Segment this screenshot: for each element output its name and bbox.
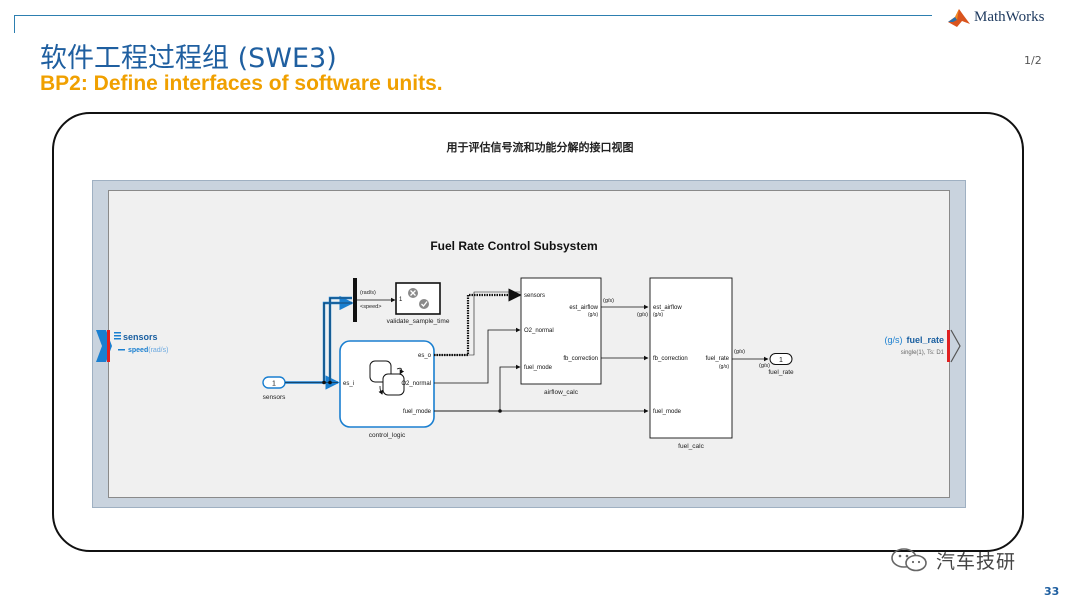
header-rule-tick [14, 15, 15, 33]
bus-in-element-unit: (rad/s) [148, 347, 168, 354]
fuel-in-fuel-mode: fuel_mode [653, 409, 682, 415]
slide-subtitle: BP2: Define interfaces of software units… [40, 72, 443, 95]
bus-selector-unit: (rad/s) [360, 290, 376, 296]
bus-out-name: fuel_rate [906, 335, 944, 345]
outport-number: 1 [779, 357, 783, 364]
airflow-out-fb: fb_correction [563, 356, 598, 362]
airflow-in-fuel-mode: fuel_mode [524, 365, 553, 371]
bus-in-port[interactable] [96, 330, 112, 362]
fuel-calc-label: fuel_calc [678, 443, 704, 450]
watermark: 汽车技研 [890, 546, 1016, 574]
page-number: 33 [1044, 585, 1060, 598]
membrane-logo-icon [948, 9, 970, 27]
slide-title: 软件工程过程组 (SWE3) [40, 43, 337, 74]
fuel-in-est: est_airflow [653, 305, 682, 311]
inport-label: sensors [263, 394, 287, 401]
control-logic-out-port-es-o: es_o [418, 353, 432, 359]
bus-out-label: (g/s) fuel_rate [884, 335, 944, 345]
airflow-in-o2: O2_normal [524, 328, 554, 334]
control-logic-chart[interactable] [339, 340, 435, 428]
fuel-rate-signal-label-bottom: (g/s) [759, 363, 770, 369]
simulink-diagram: Fuel Rate Control Subsystem sensors spee… [96, 239, 961, 450]
diagram-title: Fuel Rate Control Subsystem [430, 239, 597, 253]
bus-out-port[interactable] [947, 329, 961, 363]
control-logic-label: control_logic [369, 432, 406, 439]
figure-caption: 用于评估信号流和功能分解的接口视图 [446, 141, 634, 154]
bus-selector-signal: <speed> [360, 304, 381, 310]
figure-frame [52, 112, 1024, 552]
outport-fuel-rate[interactable]: 1 [769, 353, 793, 365]
fuel-calc-block[interactable] [649, 277, 733, 439]
airflow-out-signal-label: (g/s) [603, 298, 614, 304]
outport-label: fuel_rate [768, 369, 794, 376]
inport-sensors[interactable]: 1 [262, 376, 286, 389]
airflow-to-fuel-lines [601, 304, 649, 361]
bus-out-type-info: single(1), Ts: D1 [901, 350, 945, 356]
bus-in-element: speed(rad/s) [128, 347, 168, 354]
control-to-airflow-lines [434, 288, 649, 414]
validate-sample-time-block[interactable] [395, 282, 441, 315]
control-logic-out-port-o2: O2_normal [401, 381, 431, 387]
fuel-in-fb: fb_correction [653, 356, 688, 362]
bus-icon [114, 332, 121, 340]
airflow-out-unit: (g/s) [588, 312, 598, 318]
airflow-calc-block[interactable] [520, 277, 602, 385]
logo-text: MathWorks [974, 8, 1045, 25]
header-rule [14, 15, 932, 16]
bus-element-dash [118, 349, 125, 351]
bus-in-name: sensors [123, 332, 158, 342]
validate-port-number: 1 [399, 297, 403, 303]
airflow-in-signal-label: (g/s) [637, 312, 648, 318]
page-fraction: 1/2 [1024, 54, 1042, 67]
fuel-in-unit: (g/s) [653, 312, 663, 318]
bus-out-unit: (g/s) [884, 335, 902, 345]
validate-block-label: validate_sample_time [387, 318, 450, 325]
fuel-out-rate: fuel_rate [706, 356, 730, 362]
mathworks-logo: MathWorks [948, 6, 1044, 28]
airflow-in-sensors: sensors [524, 293, 545, 299]
fuel-out-unit: (g/s) [719, 364, 729, 370]
watermark-text: 汽车技研 [936, 550, 1017, 573]
wechat-icon [891, 548, 927, 572]
control-logic-out-port-fuel-mode: fuel_mode [403, 409, 432, 415]
airflow-calc-label: airflow_calc [544, 389, 579, 396]
bus-in-element-name: speed [128, 347, 148, 354]
bus-selector[interactable] [353, 278, 357, 322]
inport-number: 1 [272, 381, 276, 388]
airflow-out-est: est_airflow [569, 305, 598, 311]
bus-signal-lines [285, 295, 354, 390]
control-logic-in-port: es_i [343, 381, 354, 387]
fuel-rate-signal-label-top: (g/s) [734, 349, 745, 355]
